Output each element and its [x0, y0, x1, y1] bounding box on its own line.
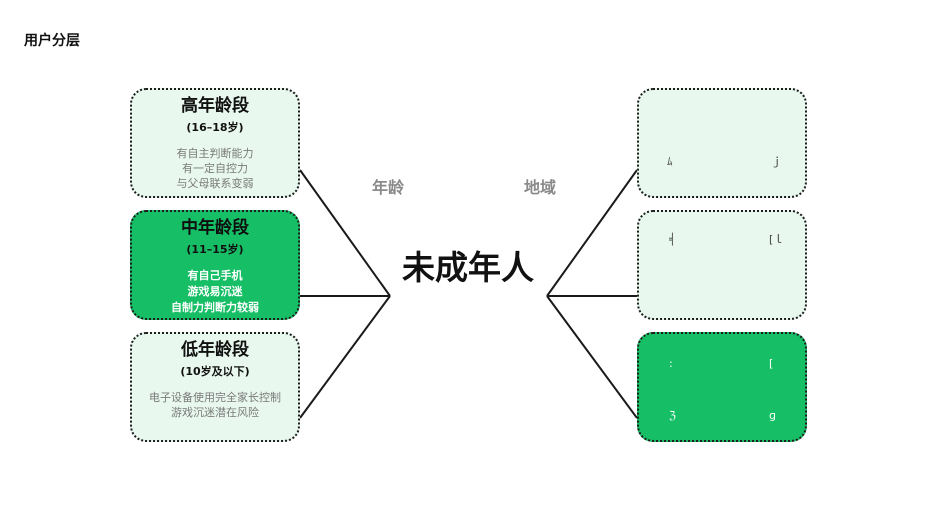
age-group-high: 高年龄段 (16–18岁) 有自主判断能力 有一定自控力 与父母联系变弱 — [130, 88, 300, 198]
region-group-2: ╡ [ ｌ — [637, 210, 807, 320]
age-group-heading: 高年龄段 — [181, 96, 249, 116]
axis-label-age: 年龄 — [372, 178, 405, 197]
age-group-range: (11–15岁) — [186, 243, 244, 256]
region-text-fragment: [ — [769, 357, 774, 370]
description-line: 有一定自控力 — [182, 162, 248, 175]
description-line: 有自主判断能力 — [176, 147, 254, 160]
region-group-1: ﾑ ｊ — [637, 88, 807, 198]
age-group-description: 电子设备使用完全家长控制 游戏沉迷潜在风险 — [132, 390, 298, 420]
region-text-fragment: ﾑ — [667, 155, 673, 168]
age-group-description: 有自主判断能力 有一定自控力 与父母联系变弱 — [132, 146, 298, 191]
connector-r3 — [546, 295, 638, 419]
age-group-range: (10岁及以下) — [180, 365, 250, 378]
axis-label-region: 地域 — [524, 178, 557, 197]
description-line: 游戏易沉迷 — [187, 285, 243, 298]
region-text-fragment: : — [669, 357, 673, 370]
age-group-description: 有自己手机 游戏易沉迷 自制力判断力较弱 — [132, 268, 298, 316]
region-text-fragment: ｊ — [771, 155, 782, 168]
region-text-fragment: ɡ — [769, 409, 776, 422]
age-group-heading: 低年龄段 — [181, 340, 249, 360]
connector-high — [299, 169, 391, 297]
age-group-heading: 中年龄段 — [181, 218, 249, 238]
region-group-3: : [ ℨ ɡ — [637, 332, 807, 442]
description-line: 与父母联系变弱 — [176, 177, 254, 190]
age-group-range: (16–18岁) — [186, 121, 244, 134]
center-label: 未成年人 — [402, 248, 534, 287]
description-line: 自制力判断力较弱 — [171, 301, 259, 314]
region-text-fragment: ╡ — [669, 233, 676, 246]
age-group-mid: 中年龄段 (11–15岁) 有自己手机 游戏易沉迷 自制力判断力较弱 — [130, 210, 300, 320]
region-text-fragment: ｌ — [773, 233, 784, 246]
region-text-fragment: ℨ — [669, 409, 676, 422]
description-line: 有自己手机 — [187, 269, 243, 282]
region-text-fragment: [ — [769, 233, 774, 246]
page-title: 用户分层 — [24, 33, 80, 49]
description-line: 游戏沉迷潜在风险 — [171, 406, 259, 419]
description-line: 电子设备使用完全家长控制 — [149, 391, 281, 404]
connector-r1 — [546, 169, 638, 297]
connector-low — [299, 295, 391, 419]
age-group-low: 低年龄段 (10岁及以下) 电子设备使用完全家长控制 游戏沉迷潜在风险 — [130, 332, 300, 442]
